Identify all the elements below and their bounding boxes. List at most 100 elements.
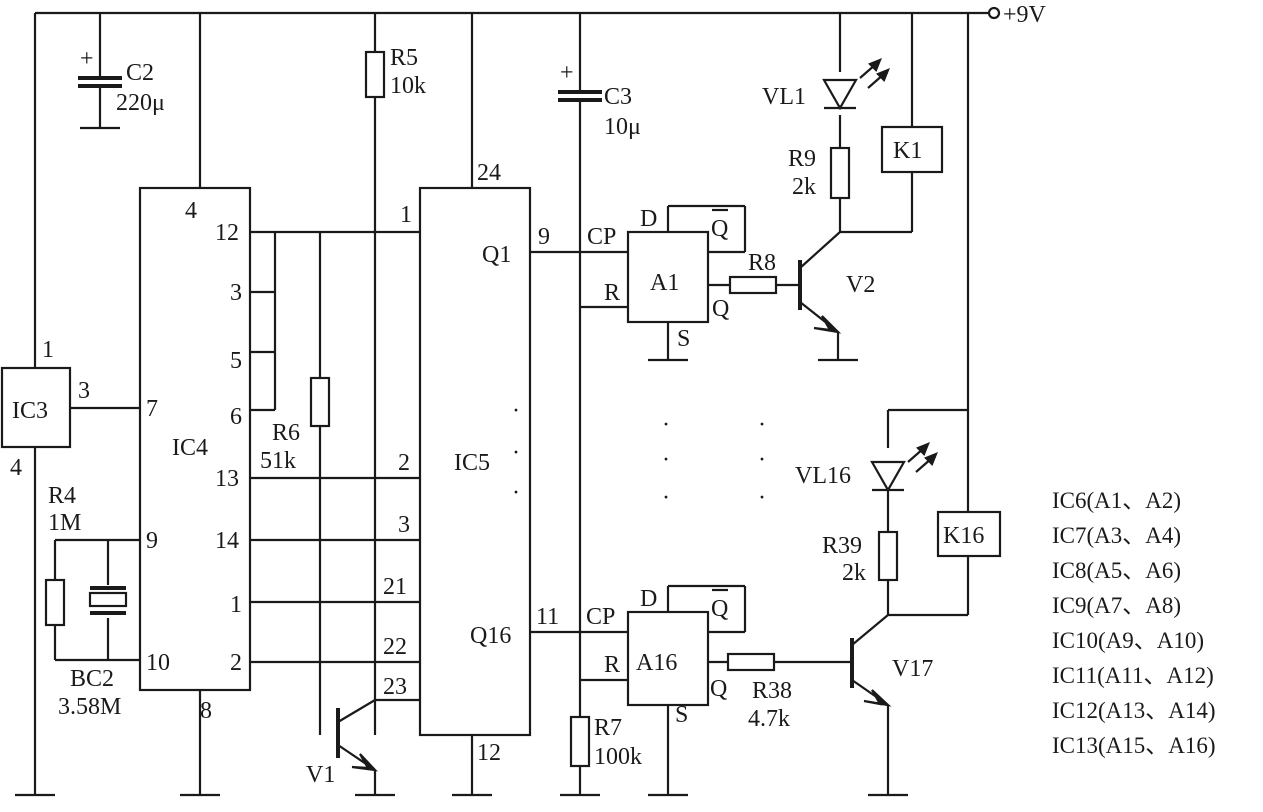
vl1-label: VL1 bbox=[762, 84, 806, 110]
ic5-out-q16: Q16 bbox=[470, 623, 511, 649]
ic5-pin-2: 2 bbox=[398, 450, 410, 476]
r7-value: 100k bbox=[594, 744, 642, 770]
supply-label: +9V bbox=[1003, 2, 1047, 28]
c2-polarity: + bbox=[80, 46, 94, 72]
k16-label: K16 bbox=[943, 523, 984, 549]
ic5-dots-3: · bbox=[512, 480, 520, 506]
ic4-pin-1: 1 bbox=[230, 592, 242, 618]
ic4-pin-14: 14 bbox=[215, 528, 239, 554]
dot-5: · bbox=[758, 447, 766, 473]
transistor-v2: V2 bbox=[798, 260, 875, 334]
led-vl16: VL16 bbox=[795, 442, 938, 493]
ic3-pin-1: 1 bbox=[42, 337, 54, 363]
stage-continuation-dots: · · · · · · bbox=[662, 412, 766, 511]
a1-pin-d: D bbox=[640, 206, 657, 232]
resistor-r38: R38 4.7k bbox=[726, 652, 792, 732]
resistor-r6: R6 51k bbox=[260, 376, 331, 474]
ic3-pin-4: 4 bbox=[10, 455, 22, 481]
ic4: IC4 4 12 3 5 6 7 13 14 1 2 9 10 8 bbox=[138, 186, 252, 724]
ic4-pin-4: 4 bbox=[185, 198, 197, 224]
ground-symbols bbox=[15, 126, 908, 797]
ic4-pin-8: 8 bbox=[200, 698, 212, 724]
r5-value: 10k bbox=[390, 73, 426, 99]
r9-label: R9 bbox=[788, 146, 816, 172]
ic4-pin-12: 12 bbox=[215, 220, 239, 246]
ic-legend: IC6(A1、A2) IC7(A3、A4) IC8(A5、A6) IC9(A7、… bbox=[1052, 488, 1216, 758]
dot-2: · bbox=[662, 447, 670, 473]
ic5-pin-1: 1 bbox=[400, 202, 412, 228]
bc2-value: 3.58M bbox=[58, 694, 121, 720]
a1-pin-s: S bbox=[677, 326, 690, 352]
resistor-r4: R4 1M bbox=[44, 483, 81, 627]
r9-value: 2k bbox=[792, 174, 816, 200]
a1-pin-q: Q bbox=[712, 296, 729, 322]
ic4-pin-9: 9 bbox=[146, 528, 158, 554]
r4-label: R4 bbox=[48, 483, 76, 509]
capacitor-c2: + C2 220μ bbox=[78, 46, 165, 116]
ic4-pin-6: 6 bbox=[230, 404, 242, 430]
ic4-pin-3: 3 bbox=[230, 280, 242, 306]
dot-1: · bbox=[662, 412, 670, 438]
vl16-label: VL16 bbox=[795, 463, 851, 489]
ic5-out-q1: Q1 bbox=[482, 242, 511, 268]
v1-label: V1 bbox=[306, 762, 335, 788]
legend-line: IC12(A13、A14) bbox=[1052, 698, 1216, 723]
dot-3: · bbox=[662, 485, 670, 511]
legend-line: IC9(A7、A8) bbox=[1052, 593, 1181, 618]
resistor-r5: R5 10k bbox=[364, 45, 426, 99]
ic4-pin-5: 5 bbox=[230, 348, 242, 374]
r6-value: 51k bbox=[260, 448, 296, 474]
supply-terminal-icon bbox=[987, 6, 1001, 20]
ic5-pin-21: 21 bbox=[383, 574, 407, 600]
legend-line: IC11(A11、A12) bbox=[1052, 663, 1214, 688]
relay-k16: K16 bbox=[936, 510, 1002, 558]
ic5-label: IC5 bbox=[454, 450, 490, 476]
ic5-pin-3: 3 bbox=[398, 512, 410, 538]
r7-label: R7 bbox=[594, 715, 622, 741]
c3-value: 10μ bbox=[604, 114, 641, 140]
crystal-bc2: BC2 3.58M bbox=[58, 586, 128, 720]
ic3-pin-3: 3 bbox=[78, 378, 90, 404]
a1-pin-r: R bbox=[604, 280, 620, 306]
legend-line: IC8(A5、A6) bbox=[1052, 558, 1181, 583]
a1-label: A1 bbox=[650, 270, 679, 296]
ic4-pin-7: 7 bbox=[146, 396, 158, 422]
ic3: IC3 1 3 4 bbox=[0, 337, 90, 481]
ic5-pin-11: 11 bbox=[536, 604, 559, 630]
resistor-r7: R7 100k bbox=[569, 715, 642, 770]
v17-label: V17 bbox=[892, 656, 933, 682]
c3-polarity: + bbox=[560, 60, 574, 86]
ic5-dots-2: · bbox=[512, 440, 520, 466]
resistor-r39: R39 2k bbox=[822, 530, 899, 586]
r4-value: 1M bbox=[48, 510, 81, 536]
r5-label: R5 bbox=[390, 45, 418, 71]
ic4-pin-10: 10 bbox=[146, 650, 170, 676]
led-vl1: VL1 bbox=[762, 58, 890, 111]
legend-line: IC10(A9、A10) bbox=[1052, 628, 1204, 653]
a16-pin-qbar: Q bbox=[711, 596, 728, 622]
a16-pin-cp: CP bbox=[586, 604, 615, 630]
legend-line: IC13(A15、A16) bbox=[1052, 733, 1216, 758]
wires bbox=[33, 11, 988, 795]
c2-value: 220μ bbox=[116, 90, 165, 116]
a16-pin-r: R bbox=[604, 652, 620, 678]
v2-label: V2 bbox=[846, 272, 875, 298]
k1-label: K1 bbox=[893, 138, 922, 164]
transistor-v17: V17 bbox=[850, 638, 933, 707]
c3-label: C3 bbox=[604, 84, 632, 110]
a16-pin-d: D bbox=[640, 586, 657, 612]
resistor-r9: R9 2k bbox=[788, 146, 851, 200]
r39-value: 2k bbox=[842, 560, 866, 586]
ic3-label: IC3 bbox=[12, 398, 48, 424]
legend-line: IC6(A1、A2) bbox=[1052, 488, 1181, 513]
ic4-pin-2: 2 bbox=[230, 650, 242, 676]
ic5-pin-22: 22 bbox=[383, 634, 407, 660]
a16-label: A16 bbox=[636, 650, 677, 676]
dot-6: · bbox=[758, 485, 766, 511]
r38-label: R38 bbox=[752, 678, 792, 704]
ic5-pin-9: 9 bbox=[538, 224, 550, 250]
flipflop-a16: A16 CP D Q R Q S bbox=[586, 586, 728, 728]
a16-pin-q: Q bbox=[710, 676, 727, 702]
transistor-v1: V1 bbox=[306, 708, 378, 788]
